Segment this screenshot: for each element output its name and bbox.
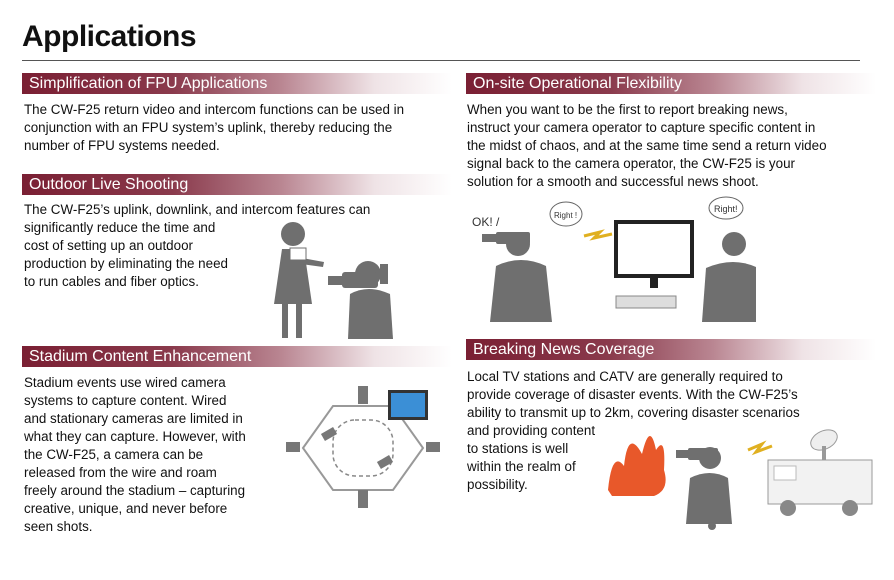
title-rule: [22, 60, 860, 61]
bubble-ok: OK! /: [472, 215, 500, 229]
bubble-right-1: Right !: [554, 211, 577, 220]
heading-outdoor: Outdoor Live Shooting: [22, 174, 452, 195]
heading-stadium: Stadium Content Enhancement: [22, 346, 452, 367]
camera-operator-icon: [676, 447, 732, 530]
onsite-text: When you want to be the first to report …: [467, 102, 827, 189]
fire-icon: [608, 435, 666, 496]
person-silhouette-icon: [274, 222, 324, 338]
camera-operator-icon: [482, 232, 552, 322]
broadcast-van-icon: [767, 429, 873, 516]
bubble-right-2: Right!: [714, 204, 738, 214]
stadium-diagram-icon: [286, 386, 440, 508]
breaking-illustration: [608, 429, 873, 530]
onsite-illustration: OK! / Right ! Right!: [472, 196, 756, 322]
fpu-text: The CW-F25 return video and intercom fun…: [24, 102, 405, 153]
outdoor-text: The CW-F25’s uplink, downlink, and inter…: [24, 202, 371, 289]
breaking-text: Local TV stations and CATV are generally…: [467, 369, 800, 492]
camera-operator-icon: [328, 261, 393, 339]
monitor-icon: [614, 220, 694, 278]
stadium-text: Stadium events use wired camera systems …: [24, 375, 246, 534]
heading-breaking: Breaking News Coverage: [466, 339, 876, 360]
heading-onsite: On-site Operational Flexibility: [466, 73, 876, 94]
page-title: Applications: [22, 20, 197, 53]
heading-fpu: Simplification of FPU Applications: [22, 73, 452, 94]
paper-icon: [289, 247, 307, 261]
director-icon: [702, 232, 756, 322]
outdoor-illustration: [274, 222, 393, 339]
